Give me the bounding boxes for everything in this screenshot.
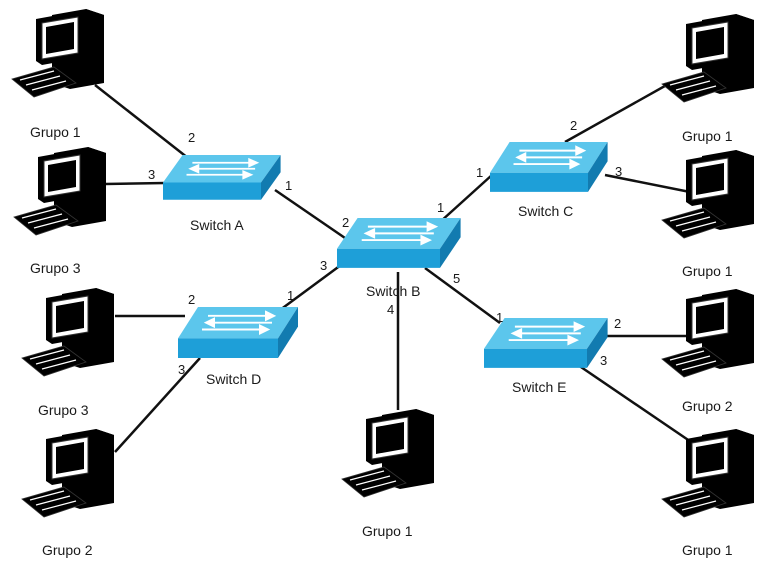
- switch-e-label: Switch E: [512, 379, 566, 395]
- switch-a: [162, 154, 282, 201]
- pc-6-label: Grupo 1: [682, 263, 733, 279]
- port-e1: 1: [496, 310, 503, 325]
- port-c1: 1: [476, 165, 483, 180]
- link-switch-c-pc6: [604, 173, 691, 194]
- pc-8: [661, 288, 755, 378]
- port-e2: 2: [614, 316, 621, 331]
- pc-3: [21, 287, 115, 377]
- computer-icon: [661, 149, 755, 239]
- pc-6: [661, 149, 755, 239]
- port-a3: 3: [148, 167, 155, 182]
- switch-d: [177, 306, 299, 359]
- pc-9: [661, 428, 755, 518]
- pc-2-label: Grupo 3: [30, 260, 81, 276]
- links: [94, 80, 701, 453]
- pc-1: [11, 8, 105, 98]
- port-b2: 2: [342, 215, 349, 230]
- switch-a-icon: [162, 154, 282, 201]
- pc-1-label: Grupo 1: [30, 124, 81, 140]
- switch-c-label: Switch C: [518, 203, 573, 219]
- link-pc4-switch-d: [114, 357, 201, 453]
- computer-icon: [661, 288, 755, 378]
- port-b1: 1: [437, 200, 444, 215]
- link-pc2-switch-a: [104, 181, 166, 186]
- pc-4-label: Grupo 2: [42, 542, 93, 558]
- computer-icon: [341, 408, 435, 498]
- link-pc1-switch-a: [94, 84, 189, 159]
- port-d2: 2: [188, 292, 195, 307]
- switch-c: [489, 141, 609, 193]
- switch-b: [335, 216, 462, 269]
- switch-b-label: Switch B: [366, 283, 420, 299]
- computer-icon: [21, 428, 115, 518]
- pc-2: [13, 146, 107, 236]
- pc-4: [21, 428, 115, 518]
- switch-e-icon: [482, 316, 609, 369]
- port-b3: 3: [320, 258, 327, 273]
- pc-5-label: Grupo 1: [682, 128, 733, 144]
- computer-icon: [21, 287, 115, 377]
- switch-e: [482, 316, 609, 369]
- link-switch-b-switch-c: [439, 174, 493, 223]
- port-c3: 3: [615, 164, 622, 179]
- pc-8-label: Grupo 2: [682, 398, 733, 414]
- switch-c-icon: [489, 141, 609, 193]
- link-switch-e-pc9: [577, 363, 701, 450]
- switch-b-icon: [335, 216, 462, 269]
- link-switch-b-switch-d: [279, 260, 346, 312]
- switch-d-icon: [177, 306, 299, 359]
- switch-a-label: Switch A: [190, 217, 244, 233]
- computer-icon: [661, 428, 755, 518]
- port-a1: 1: [285, 178, 292, 193]
- port-a2: 2: [188, 130, 195, 145]
- computer-icon: [661, 13, 755, 103]
- computer-icon: [11, 8, 105, 98]
- link-switch-c-pc5: [564, 80, 673, 144]
- pc-5: [661, 13, 755, 103]
- port-b4: 4: [387, 302, 394, 317]
- link-switch-a-switch-b: [274, 188, 346, 240]
- switch-d-label: Switch D: [206, 371, 261, 387]
- computer-icon: [13, 146, 107, 236]
- port-d1: 1: [287, 288, 294, 303]
- pc-9-label: Grupo 1: [682, 542, 733, 558]
- port-b5: 5: [453, 271, 460, 286]
- port-c2: 2: [570, 118, 577, 133]
- link-switch-b-switch-e: [424, 266, 501, 325]
- pc-7-label: Grupo 1: [362, 523, 413, 539]
- port-d3: 3: [178, 362, 185, 377]
- port-e3: 3: [600, 353, 607, 368]
- pc-7: [341, 408, 435, 498]
- pc-3-label: Grupo 3: [38, 402, 89, 418]
